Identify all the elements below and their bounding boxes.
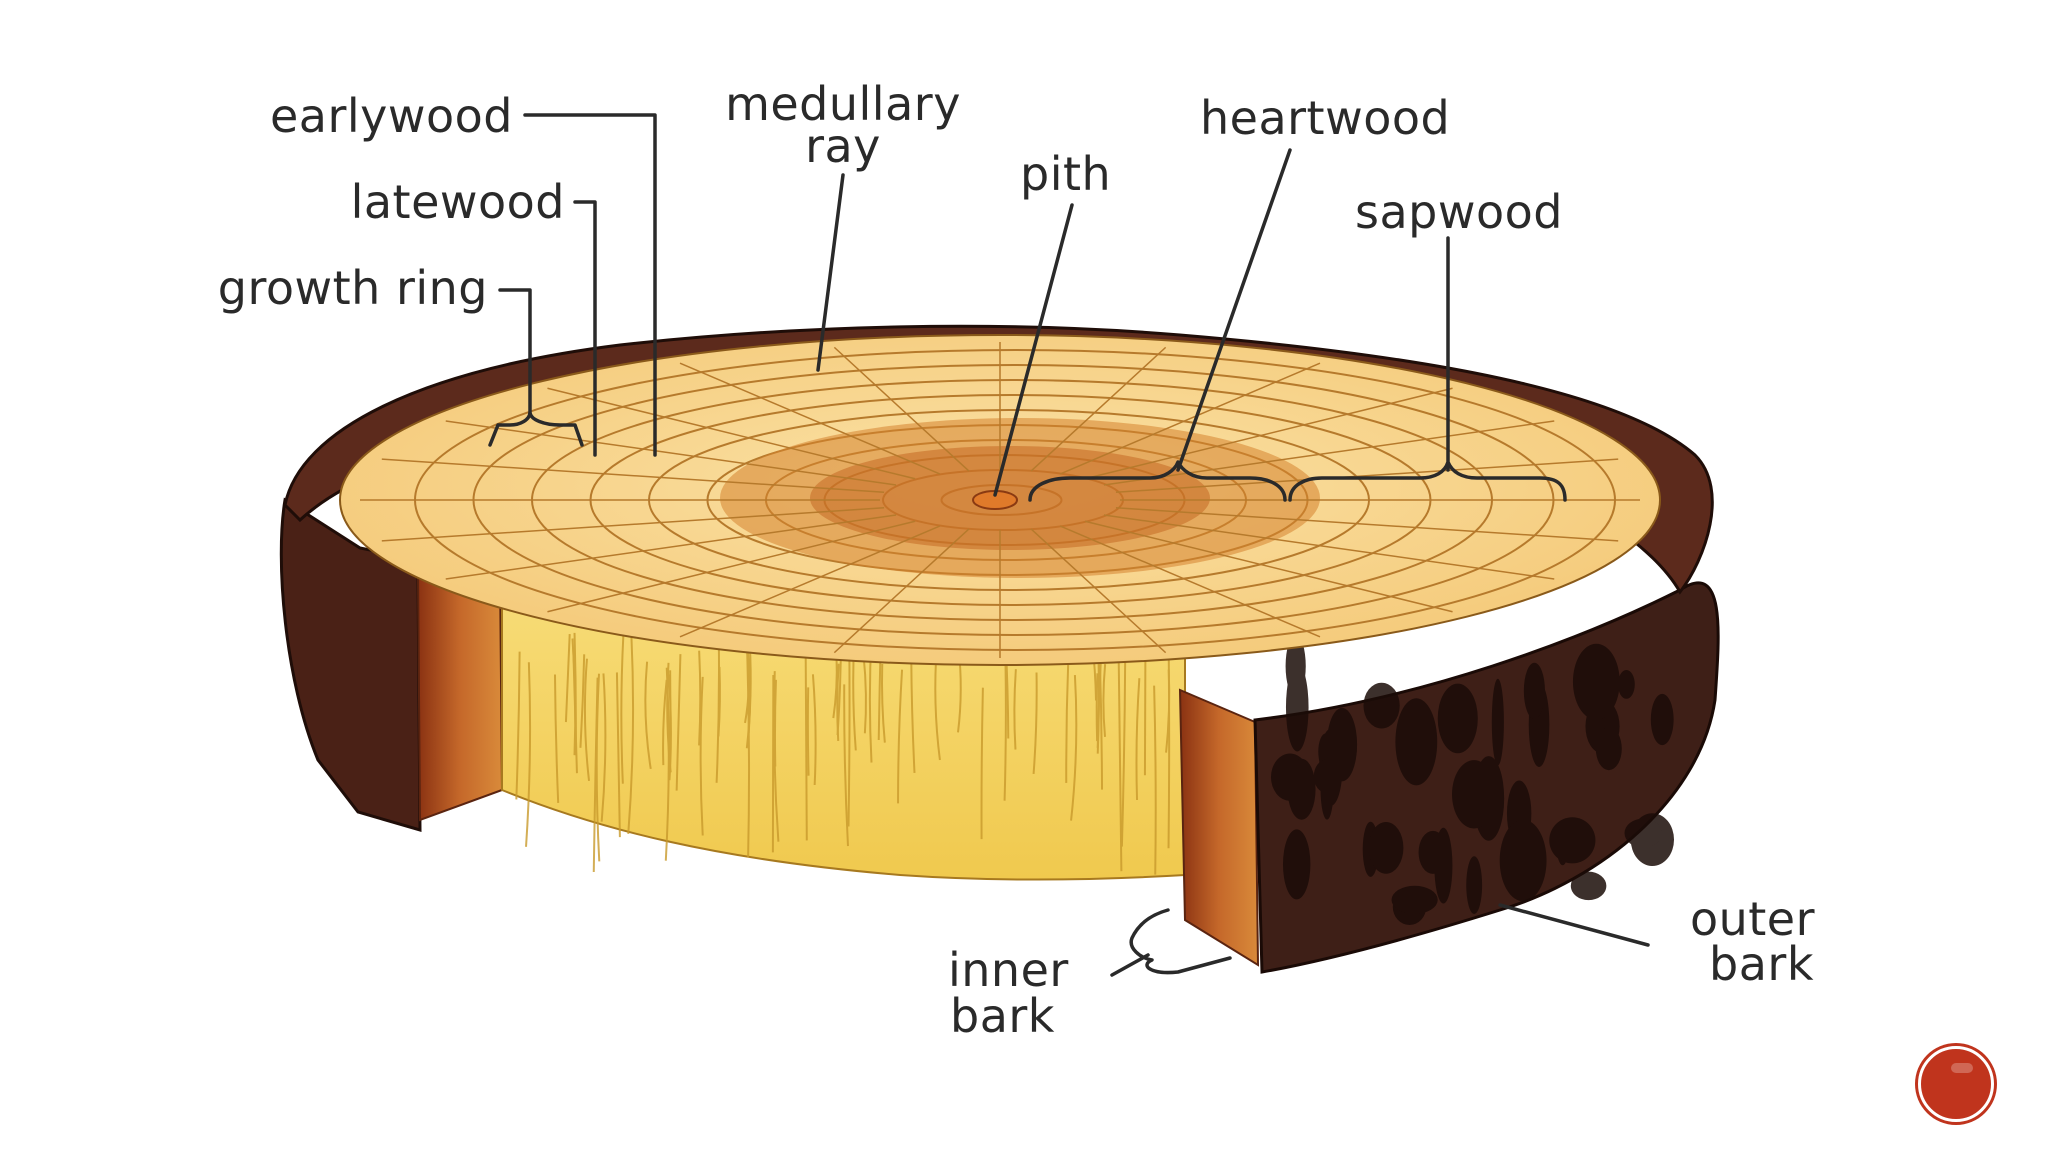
label-medullary-ray-line2: ray: [683, 122, 1003, 170]
bark-patch: [1434, 828, 1452, 904]
label-inner-bark-line2: bark: [950, 992, 1055, 1040]
nav-button-highlight: [1951, 1063, 1973, 1073]
bark-patch: [1549, 817, 1595, 863]
grain-line: [808, 687, 809, 775]
bark-patch: [1452, 760, 1496, 828]
grain-line: [806, 635, 807, 841]
bark-patch: [1283, 829, 1310, 899]
bark-patch: [1327, 708, 1357, 782]
bark-patch: [1500, 820, 1547, 902]
bark-patch: [1618, 670, 1635, 699]
bark-patch: [1651, 694, 1674, 745]
bark-patch: [1466, 856, 1482, 914]
inner-bark-right: [1180, 690, 1258, 965]
bark-patch: [1288, 759, 1316, 820]
label-latewood: latewood: [351, 178, 565, 226]
label-heartwood: heartwood: [1200, 94, 1450, 142]
leader-outer-bark: [1500, 905, 1648, 945]
label-pith: pith: [1020, 150, 1111, 198]
bark-patch: [1395, 698, 1437, 785]
inner-bark-left: [418, 572, 502, 820]
bark-patch: [1369, 822, 1404, 874]
bark-patch: [1571, 872, 1607, 900]
grain-line: [848, 635, 849, 827]
bark-patch: [1596, 727, 1622, 770]
bark-patch: [1524, 663, 1545, 719]
bark-patch: [1392, 886, 1438, 914]
label-outer-bark-line1: outer: [1690, 895, 1815, 943]
label-outer-bark-line2: bark: [1709, 940, 1814, 988]
label-growth-ring: growth ring: [218, 264, 488, 312]
bark-patch: [1625, 819, 1662, 848]
label-inner-bark-line1: inner: [948, 946, 1069, 994]
bark-patch: [1363, 683, 1399, 729]
bark-patch: [1492, 679, 1504, 766]
label-earlywood: earlywood: [270, 92, 513, 140]
circle-nav-icon[interactable]: [1918, 1046, 1994, 1122]
bark-patch: [1573, 644, 1620, 720]
bark-patch: [1438, 684, 1478, 754]
grain-line: [775, 680, 776, 767]
label-sapwood: sapwood: [1355, 188, 1563, 236]
